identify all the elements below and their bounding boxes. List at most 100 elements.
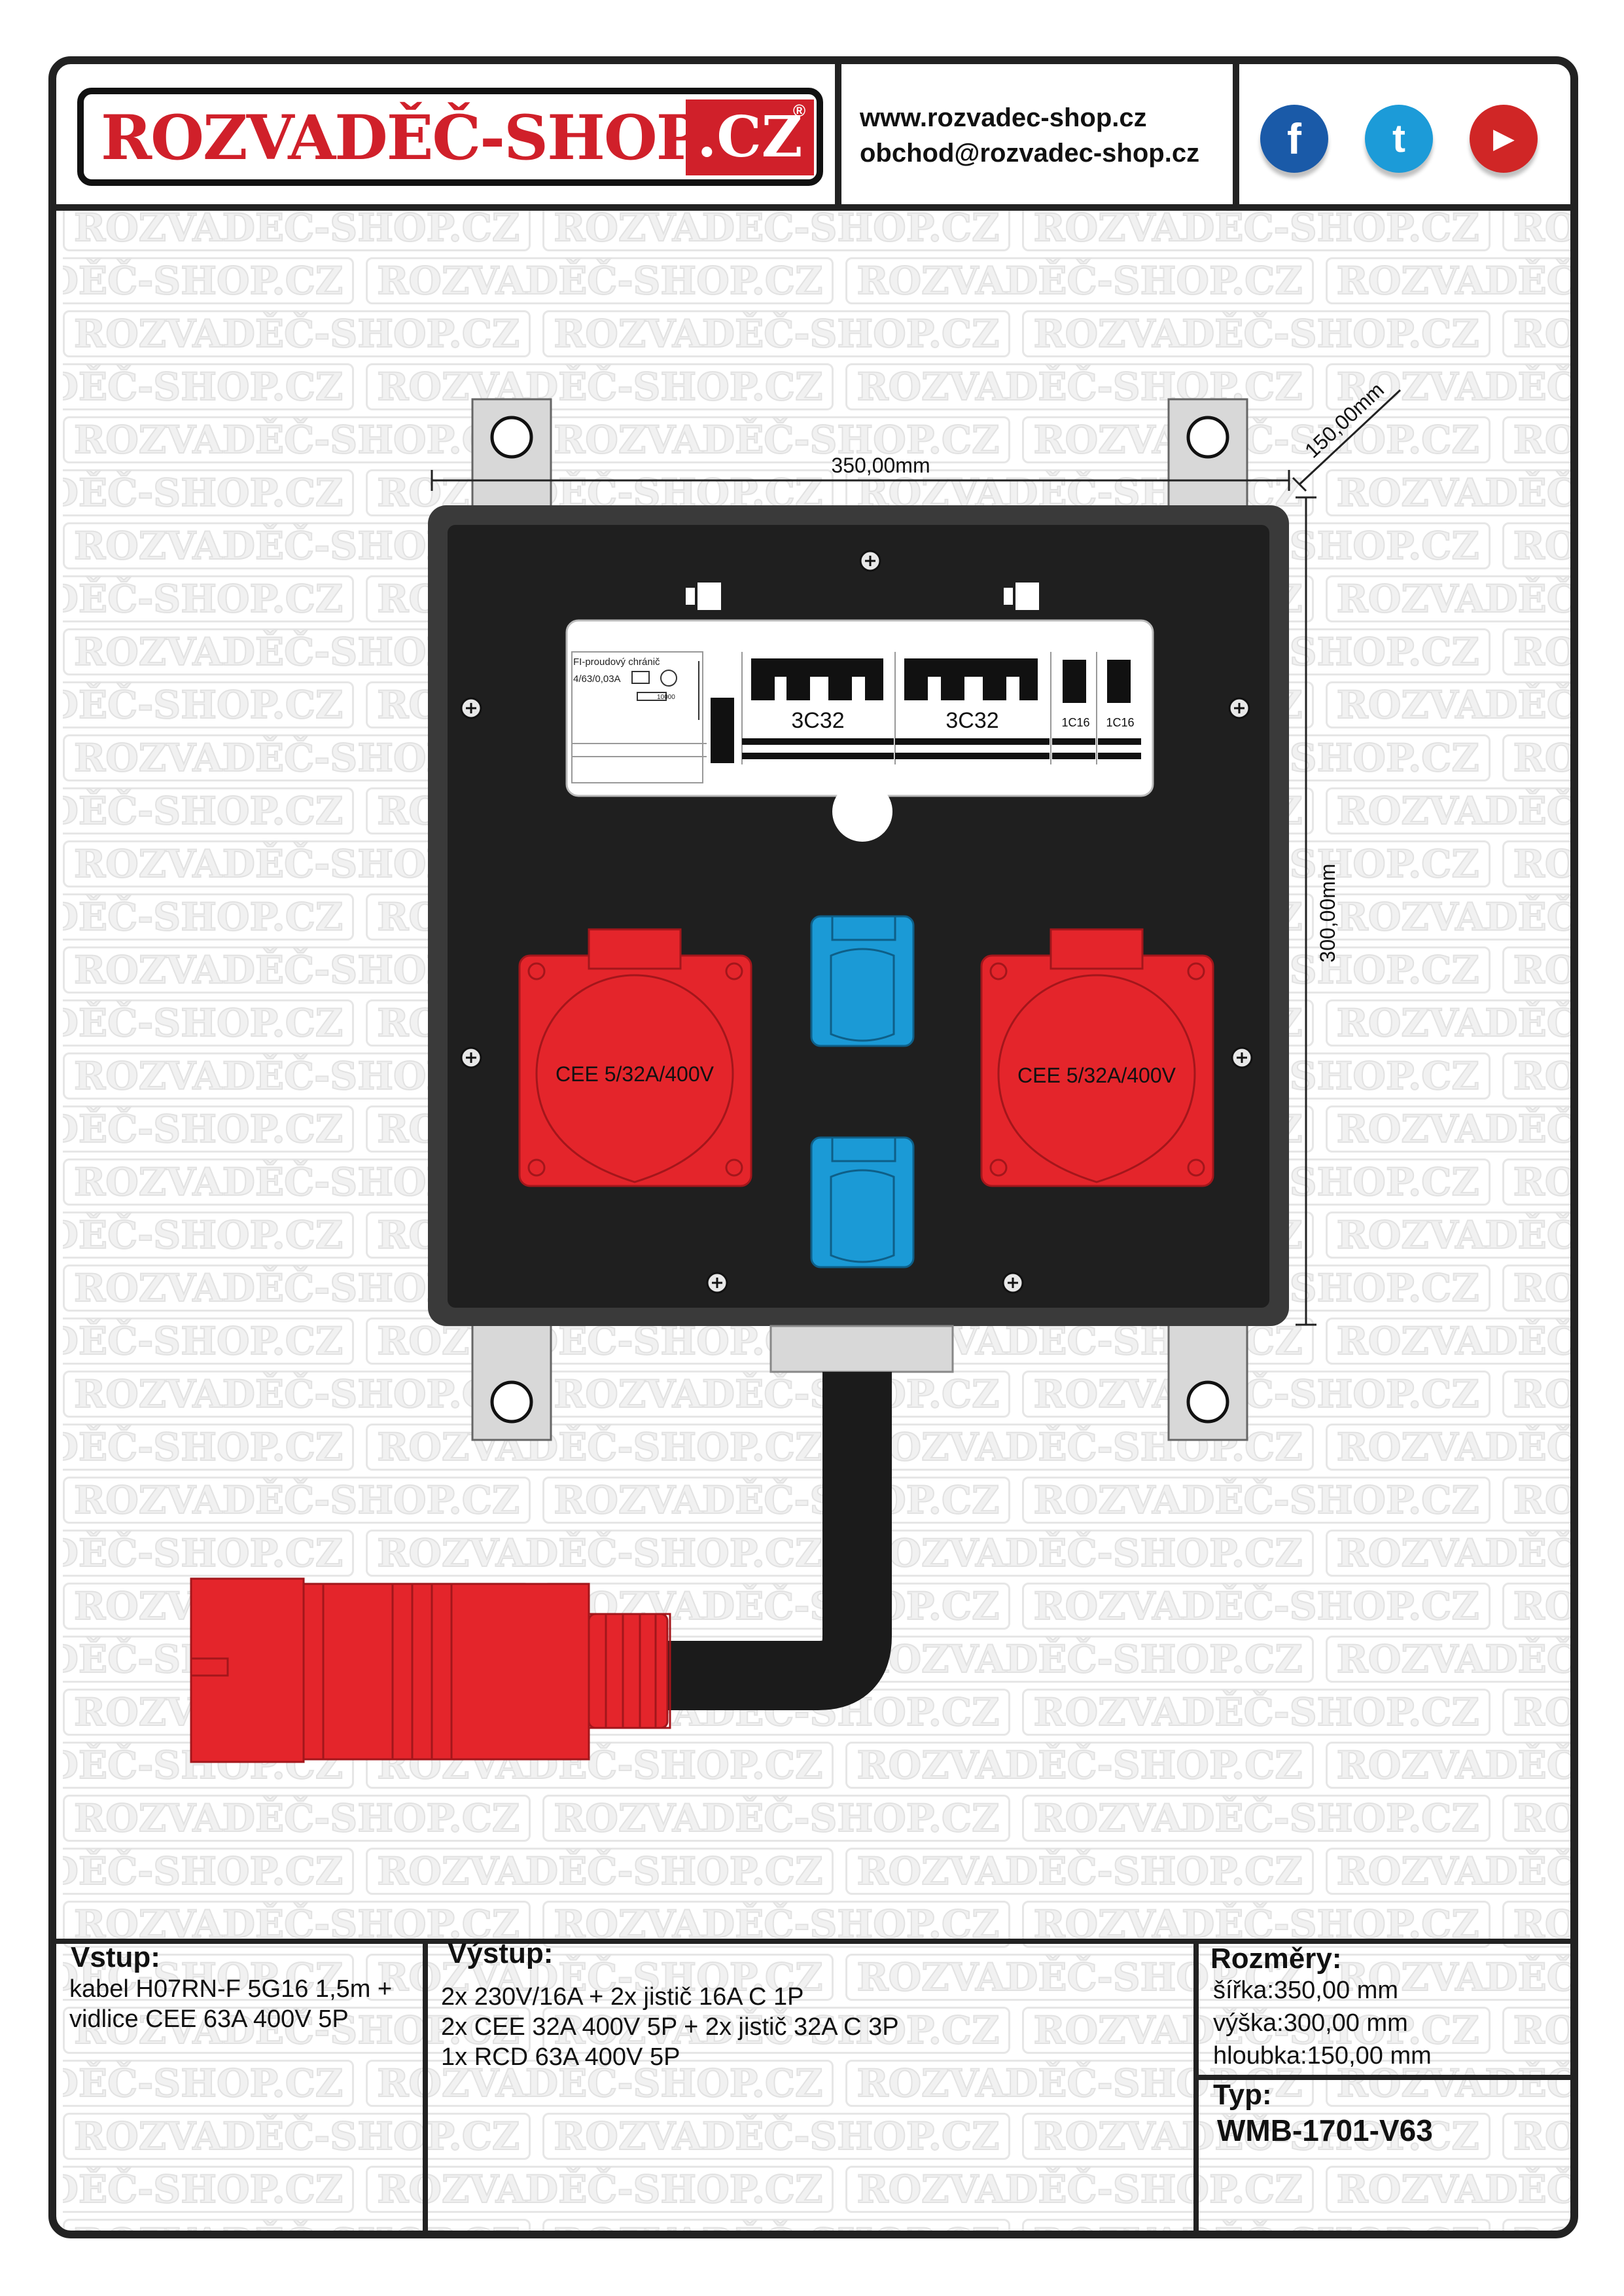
watermark-tile: ROZVADĚČ-SHOP.CZ — [1502, 310, 1570, 357]
watermark-tile: ROZVADĚČ-SHOP.CZ — [1325, 1742, 1570, 1789]
rcd-module — [571, 651, 734, 783]
watermark-tile: ROZVADĚČ-SHOP.CZ — [63, 1477, 531, 1524]
watermark-tile: ROZVADĚČ-SHOP.CZ — [63, 2219, 531, 2231]
facebook-glyph: f — [1287, 115, 1301, 163]
watermark-tile: ROZVADĚČ-SHOP.CZ — [63, 2166, 355, 2213]
logo-text: ROZVADĚČ-SHOP — [101, 102, 702, 174]
type-value: WMB-1701-V63 — [1217, 2113, 1433, 2147]
watermark-tile: ROZVADĚČ-SHOP.CZ — [366, 257, 834, 304]
header-separator-1 — [835, 64, 841, 204]
watermark-tile: ROZVADĚČ-SHOP.CZ — [542, 1795, 1011, 1842]
schuko-socket-bottom — [810, 1136, 915, 1268]
watermark-tile: ROZVADĚČ-SHOP.CZ — [63, 257, 355, 304]
watermark-tile: ROZVADĚČ-SHOP.CZ — [542, 310, 1011, 357]
watermark-tile: ROZVADĚČ-SHOP.CZ — [1325, 1211, 1570, 1259]
youtube-icon[interactable]: ▶ — [1470, 105, 1538, 173]
watermark-tile: ROZVADĚČ-SHOP.CZ — [1502, 628, 1570, 675]
header-divider — [56, 204, 1570, 211]
watermark-tile: ROZVADĚČ-SHOP.CZ — [1325, 681, 1570, 728]
watermark-tile: ROZVADĚČ-SHOP.CZ — [1022, 2219, 1491, 2231]
breaker-1c16-2 — [1096, 652, 1141, 764]
watermark-tile: ROZVADĚČ-SHOP.CZ — [1325, 2166, 1570, 2213]
watermark-tile: ROZVADĚČ-SHOP.CZ — [1502, 2113, 1570, 2160]
watermark-tile: ROZVADĚČ-SHOP.CZ — [366, 2166, 834, 2213]
email-link[interactable]: obchod@rozvadec-shop.cz — [860, 139, 1200, 168]
watermark-tile: ROZVADĚČ-SHOP.CZ — [1502, 1689, 1570, 1736]
width-dimension — [431, 470, 1290, 491]
watermark-tile: ROZVADĚČ-SHOP.CZ — [542, 2007, 1011, 2054]
watermark-tile: ROZVADĚČ-SHOP.CZ — [1022, 1371, 1491, 1418]
breaker-1c16-1 — [1050, 652, 1095, 764]
output-line-2: 2x CEE 32A 400V 5P + 2x jistič 32A C 3P — [441, 2013, 899, 2041]
watermark-row: ROZVADĚČ-SHOP.CZROZVADĚČ-SHOP.CZROZVADĚČ… — [63, 1951, 1570, 2004]
depth-dimension-label: 150,00mm — [1300, 378, 1388, 462]
watermark-row: ROZVADĚČ-SHOP.CZ ROZVADĚČ-SHOP.CZ ROZVADĚČ… — [63, 2216, 1570, 2231]
breaker-3c32-1 — [741, 652, 894, 764]
logo-tld: .CZ — [686, 99, 814, 175]
watermark-tile: ROZVADĚČ-SHOP.CZ — [63, 1795, 531, 1842]
watermark-tile: ROZVADĚČ-SHOP.CZ — [1325, 1424, 1570, 1471]
watermark-tile: ROZVADĚČ-SHOP.CZ — [1502, 1583, 1570, 1630]
watermark-tile: ROZVADĚČ-SHOP.CZ — [1325, 363, 1570, 410]
watermark-tile: ROZVADĚČ-SHOP.CZ — [1325, 1954, 1570, 2001]
watermark-tile: ROZVADĚČ-SHOP.CZ — [366, 1954, 834, 2001]
window-latches — [686, 583, 1039, 610]
watermark-tile: ROZVADĚČ-SHOP.CZ — [63, 1211, 355, 1259]
watermark-row: ROZVADĚČ-SHOP.CZROZVADĚČ-SHOP.CZROZVADĚČ… — [63, 1421, 1570, 1474]
watermark-tile: ROZVADĚČ-SHOP.CZ — [63, 416, 531, 463]
depth-dimension — [1292, 389, 1402, 492]
watermark-tile: ROZVADĚČ-SHOP.CZ — [63, 893, 355, 941]
watermark-tile: ROZVADĚČ-SHOP.CZ — [63, 2113, 531, 2160]
watermark-tile: ROZVADĚČ-SHOP.CZ — [1022, 2113, 1491, 2160]
rcd-spec: 4/63/0,03A — [573, 673, 621, 685]
watermark-tile: ROZVADĚČ-SHOP.CZ — [63, 1371, 531, 1418]
type-title: Typ: — [1213, 2079, 1272, 2111]
website-link[interactable]: www.rozvadec-shop.cz — [860, 103, 1147, 132]
watermark-tile: ROZVADĚČ-SHOP.CZ — [1022, 416, 1491, 463]
watermark-tile: ROZVADĚČ-SHOP.CZ — [1325, 999, 1570, 1047]
watermark-tile: ROZVADĚČ-SHOP.CZ — [63, 2007, 531, 2054]
watermark-row: ROZVADĚČ-SHOP.CZROZVADĚČ-SHOP.CZROZVADĚČ… — [63, 361, 1570, 414]
footer-top-border — [56, 1939, 1570, 1944]
watermark-tile: ROZVADĚČ-SHOP.CZ — [1325, 2060, 1570, 2107]
watermark-tile: ROZVADĚČ-SHOP.CZ — [845, 1848, 1314, 1895]
watermark-tile: ROZVADĚČ-SHOP.CZ — [63, 681, 355, 728]
watermark-row: ROZVADĚČ-SHOP.CZROZVADĚČ-SHOP.CZROZVADĚČ… — [63, 2163, 1570, 2216]
watermark-tile: ROZVADĚČ-SHOP.CZ — [542, 2219, 1011, 2231]
breaker-3c32-2 — [894, 652, 1050, 764]
watermark-tile: ROZVADĚČ-SHOP.CZ — [1502, 840, 1570, 888]
cable-gland — [769, 1325, 954, 1373]
watermark-tile: ROZVADĚČ-SHOP.CZ — [366, 1424, 834, 1471]
watermark-tile: ROZVADĚČ-SHOP.CZ — [1325, 1848, 1570, 1895]
cee-socket-right-label: CEE 5/32A/400V — [1017, 1064, 1176, 1087]
dimension-width: šířka:350,00 mm — [1213, 1977, 1398, 2004]
watermark-tile: ROZVADĚČ-SHOP.CZ — [1325, 787, 1570, 834]
facebook-icon[interactable]: f — [1260, 105, 1328, 173]
height-dimension — [1296, 496, 1316, 1326]
watermark-tile: ROZVADĚČ-SHOP.CZ — [1325, 1318, 1570, 1365]
watermark-tile: ROZVADĚČ-SHOP.CZ — [1502, 1265, 1570, 1312]
breaker-window — [565, 619, 1154, 797]
watermark-tile: ROZVADĚČ-SHOP.CZ — [542, 2113, 1011, 2160]
watermark-tile: ROZVADĚČ-SHOP.CZ — [63, 363, 355, 410]
cee-63a-plug — [190, 1577, 671, 1763]
watermark-tile: ROZVADĚČ-SHOP.CZ — [63, 999, 355, 1047]
watermark-tile: ROZVADĚČ-SHOP.CZ — [63, 469, 355, 516]
watermark-row: ROZVADĚČ-SHOP.CZROZVADĚČ-SHOP.CZROZVADĚČ… — [63, 2057, 1570, 2110]
watermark-tile: ROZVADĚČ-SHOP.CZ — [63, 1530, 355, 1577]
watermark-tile: ROZVADĚČ-SHOP.CZ — [845, 257, 1314, 304]
logo-registered-mark: ® — [793, 101, 806, 120]
twitter-icon[interactable]: t — [1365, 105, 1433, 173]
footer-type-divider — [1193, 2075, 1570, 2080]
breaker-label-4: 1C16 — [1106, 716, 1134, 729]
schuko-socket-top — [810, 915, 915, 1047]
watermark-tile: ROZVADĚČ-SHOP.CZ — [1325, 575, 1570, 622]
watermark-tile: ROZVADĚČ-SHOP.CZ — [63, 1105, 355, 1153]
dimensions-title: Rozměry: — [1210, 1943, 1342, 1975]
watermark-tile: ROZVADĚČ-SHOP.CZ — [1502, 522, 1570, 569]
watermark-tile: ROZVADĚČ-SHOP.CZ — [845, 1530, 1314, 1577]
header-separator-2 — [1233, 64, 1239, 204]
